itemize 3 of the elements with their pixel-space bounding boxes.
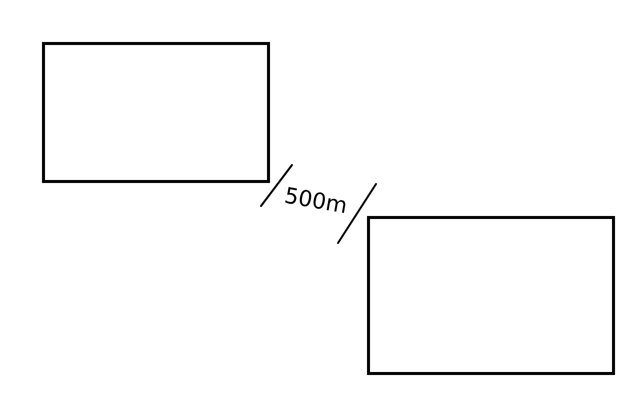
rectangle <box>42 42 270 183</box>
dimension-label: 500m <box>285 187 346 214</box>
rectangle <box>367 216 615 375</box>
